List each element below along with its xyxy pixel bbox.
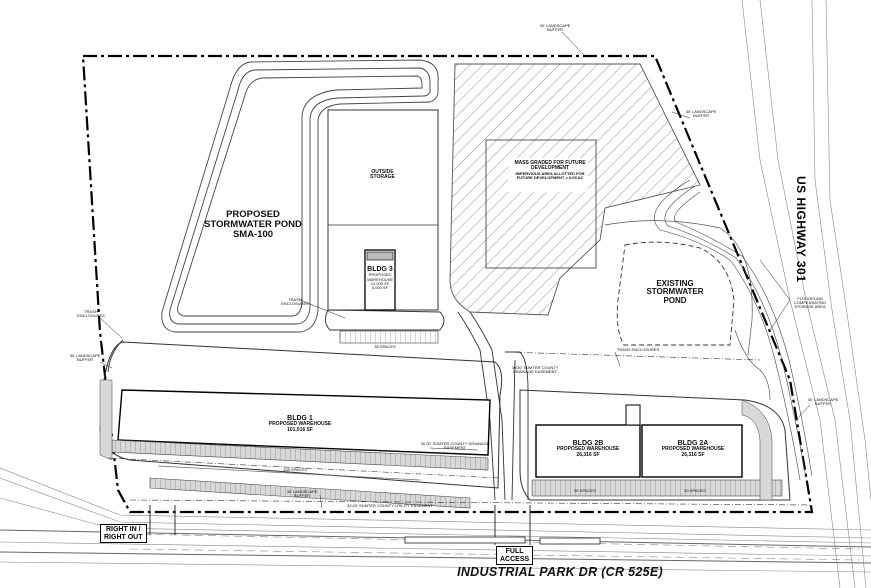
utility-easement-note: 30,00' SUMTER COUNTY UTILITY EASEMENT bbox=[347, 503, 433, 508]
bldg1-area: 101,016 SF bbox=[287, 426, 313, 433]
existing-pond-label: EXISTING STORMWATER POND bbox=[630, 279, 720, 305]
bldg2-lot bbox=[519, 389, 791, 501]
right-in-text: RIGHT IN / bbox=[105, 526, 141, 533]
bldg2b-area: 26,316 SF bbox=[576, 451, 600, 458]
bldg1-name: BLDG 1 bbox=[287, 415, 313, 422]
bldg3-parking bbox=[325, 309, 445, 331]
bldg3-desc1: PROPOSED bbox=[368, 272, 392, 278]
bldg2b-footprint bbox=[535, 424, 641, 478]
bldg3-label: BLDG 3 PROPOSED WAREHOUSE 10,000 SF 5,00… bbox=[360, 266, 400, 290]
bldg2b-parking-count: 50 SPACES bbox=[574, 488, 596, 493]
landscape-buffer-east2-note: 30' LANDSCAPE BUFFER bbox=[807, 397, 839, 407]
trash-enclosure-east-note: TRASH ENCLOSURES bbox=[616, 347, 660, 352]
existing-pond-line1: EXISTING bbox=[656, 279, 694, 288]
floodplain-contours bbox=[654, 179, 813, 481]
bldg3-parking-count: 38 SPACES bbox=[374, 344, 396, 349]
existing-pond bbox=[616, 241, 735, 346]
proposed-pond-line1: PROPOSED bbox=[226, 209, 280, 220]
mass-graded-line3: IMPERVIOUS AREA ALLOTTED FOR bbox=[515, 170, 585, 176]
landscape-buffer-west-note: 30' LANDSCAPE BUFFER bbox=[69, 353, 101, 363]
bldg2b-label: BLDG 2B PROPOSED WAREHOUSE 26,316 SF bbox=[545, 440, 631, 458]
outside-storage-line1: OUTSIDE bbox=[371, 169, 394, 175]
trash-enclosure-west-note: TRASH ENCLOSURES bbox=[77, 309, 105, 319]
access-text: ACCESS bbox=[500, 555, 530, 563]
drainage-easement-bldg1-note: 30,00' SUMTER COUNTY DRAINAGE EASEMENT bbox=[420, 441, 490, 451]
mass-graded-line2: DEVELOPMENT bbox=[530, 165, 570, 172]
right-in-right-out-label: RIGHT IN / RIGHT OUT bbox=[100, 524, 147, 544]
mass-graded-label: MASS GRADED FOR FUTURE DEVELOPMENT IMPER… bbox=[500, 160, 600, 180]
bldg2a-parking-count: 50 SPACES bbox=[684, 488, 706, 493]
proposed-pond-line2: STORMWATER POND bbox=[204, 218, 302, 230]
full-text: FULL bbox=[505, 548, 524, 555]
full-access-label: FULL ACCESS bbox=[496, 546, 534, 566]
bldg1-lot bbox=[99, 341, 503, 489]
mass-graded-line1: MASS GRADED FOR FUTURE bbox=[514, 160, 586, 166]
industrial-park-road-label: INDUSTRIAL PARK DR (CR 525E) bbox=[457, 565, 663, 579]
proposed-pond bbox=[161, 59, 439, 333]
bldg3-name: BLDG 3 bbox=[367, 266, 393, 273]
landscape-buffer-top-note: 30' LANDSCAPE BUFFER bbox=[539, 23, 571, 33]
bldg2a-name: BLDG 2A bbox=[677, 440, 709, 447]
bldg3-desc3: 10,000 SF bbox=[370, 280, 390, 286]
bldg2a-area: 26,316 SF bbox=[681, 451, 705, 458]
landscape-buffer-south-note: 30' LANDSCAPE BUFFER bbox=[286, 489, 318, 499]
bldg2b-name: BLDG 2B bbox=[572, 440, 604, 447]
proposed-pond-line3: SMA-100 bbox=[232, 228, 274, 240]
outside-storage-line2: STORAGE bbox=[370, 174, 395, 181]
existing-pond-line2: STORMWATER bbox=[646, 287, 704, 297]
mass-graded-line4: FUTURE DEVELOPMENT = 6.09 AC bbox=[516, 174, 584, 180]
floodplain-note: FLOODPLAIN COMPENSATING STORAGE AREA bbox=[793, 296, 827, 310]
bldg1-desc: PROPOSED WAREHOUSE bbox=[268, 421, 332, 428]
bldg1-label: BLDG 1 PROPOSED WAREHOUSE 101,016 SF bbox=[245, 415, 355, 433]
bldg3-desc4: 5,000 SF bbox=[371, 284, 389, 290]
property-boundary bbox=[81, 54, 814, 514]
bldg2a-footprint bbox=[641, 424, 743, 478]
outside-storage-label: OUTSIDE STORAGE bbox=[355, 169, 410, 181]
bldg2a-label: BLDG 2A PROPOSED WAREHOUSE 26,316 SF bbox=[650, 440, 736, 458]
proposed-pond-label: PROPOSED STORMWATER POND SMA-100 bbox=[198, 210, 308, 240]
right-out-text: RIGHT OUT bbox=[104, 533, 143, 541]
bldg2a-desc: PROPOSED WAREHOUSE bbox=[661, 446, 725, 453]
landscape-buffer-east-note: 30' LANDSCAPE BUFFER bbox=[685, 109, 717, 119]
bldg2b-desc: PROPOSED WAREHOUSE bbox=[556, 446, 620, 453]
drainage-easement-note: 30/30' SUMTER COUNTY DRAINAGE EASEMENT bbox=[511, 365, 559, 375]
us-highway-label: US HIGHWAY 301 bbox=[794, 176, 808, 283]
existing-pond-line3: POND bbox=[663, 295, 687, 305]
trash-enclosure-bldg3-note: TRASH ENCLOSURES bbox=[281, 297, 309, 307]
bldg1-parking-count: 336 SPACES bbox=[283, 467, 307, 472]
bldg3-desc2: WAREHOUSE bbox=[366, 276, 394, 282]
bldg1-footprint bbox=[117, 389, 491, 456]
